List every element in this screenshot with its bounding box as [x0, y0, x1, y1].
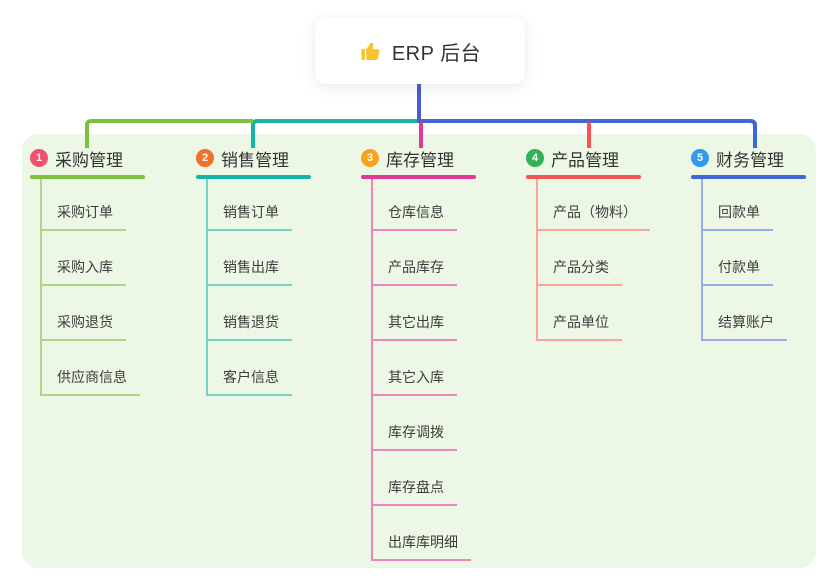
child-node[interactable]: 付款单	[701, 258, 773, 286]
child-node[interactable]: 客户信息	[206, 368, 292, 396]
child-node[interactable]: 出库库明细	[371, 533, 471, 561]
child-node[interactable]: 采购入库	[40, 258, 126, 286]
child-node[interactable]: 供应商信息	[40, 368, 140, 396]
branch-title-label: 采购管理	[55, 150, 123, 170]
branch-title-node[interactable]: 5 财务管理	[691, 145, 784, 171]
child-node[interactable]: 其它入库	[371, 368, 457, 396]
branch-number-badge: 3	[361, 149, 379, 167]
branch-title-underline	[196, 175, 311, 179]
branch-number-badge: 4	[526, 149, 544, 167]
child-node[interactable]: 销售退货	[206, 313, 292, 341]
branch-title-node[interactable]: 2 销售管理	[196, 145, 289, 171]
child-node[interactable]: 库存盘点	[371, 478, 457, 506]
child-node[interactable]: 其它出库	[371, 313, 457, 341]
child-node[interactable]: 结算账户	[701, 313, 787, 341]
branch-title-underline	[361, 175, 476, 179]
child-node[interactable]: 采购退货	[40, 313, 126, 341]
branch-title-underline	[30, 175, 145, 179]
branch-title-node[interactable]: 4 产品管理	[526, 145, 619, 171]
branch-number-badge: 1	[30, 149, 48, 167]
branch-title-node[interactable]: 1 采购管理	[30, 145, 123, 171]
root-node-erp[interactable]: ERP 后台	[315, 18, 525, 84]
branch-children-connector	[371, 179, 373, 561]
branch-title-label: 财务管理	[716, 150, 784, 170]
branch-number-badge: 5	[691, 149, 709, 167]
branch-title-label: 库存管理	[386, 150, 454, 170]
thumbs-up-icon	[361, 42, 380, 60]
child-node[interactable]: 产品（物料）	[536, 203, 650, 231]
child-node[interactable]: 销售订单	[206, 203, 292, 231]
child-node[interactable]: 采购订单	[40, 203, 126, 231]
child-node[interactable]: 销售出库	[206, 258, 292, 286]
branch-title-underline	[691, 175, 806, 179]
child-node[interactable]: 产品库存	[371, 258, 457, 286]
branch-children-connector	[206, 179, 208, 396]
child-node[interactable]: 产品单位	[536, 313, 622, 341]
branch-children-connector	[40, 179, 42, 396]
branch-title-underline	[526, 175, 641, 179]
child-node[interactable]: 产品分类	[536, 258, 622, 286]
branch-number-badge: 2	[196, 149, 214, 167]
child-node[interactable]: 库存调拨	[371, 423, 457, 451]
branch-children-connector	[701, 179, 703, 341]
branch-title-label: 销售管理	[221, 150, 289, 170]
branch-title-label: 产品管理	[551, 150, 619, 170]
root-node-title: ERP 后台	[391, 42, 482, 65]
branches-background-panel	[22, 134, 816, 568]
child-node[interactable]: 回款单	[701, 203, 773, 231]
child-node[interactable]: 仓库信息	[371, 203, 457, 231]
branch-title-node[interactable]: 3 库存管理	[361, 145, 454, 171]
branch-children-connector	[536, 179, 538, 341]
